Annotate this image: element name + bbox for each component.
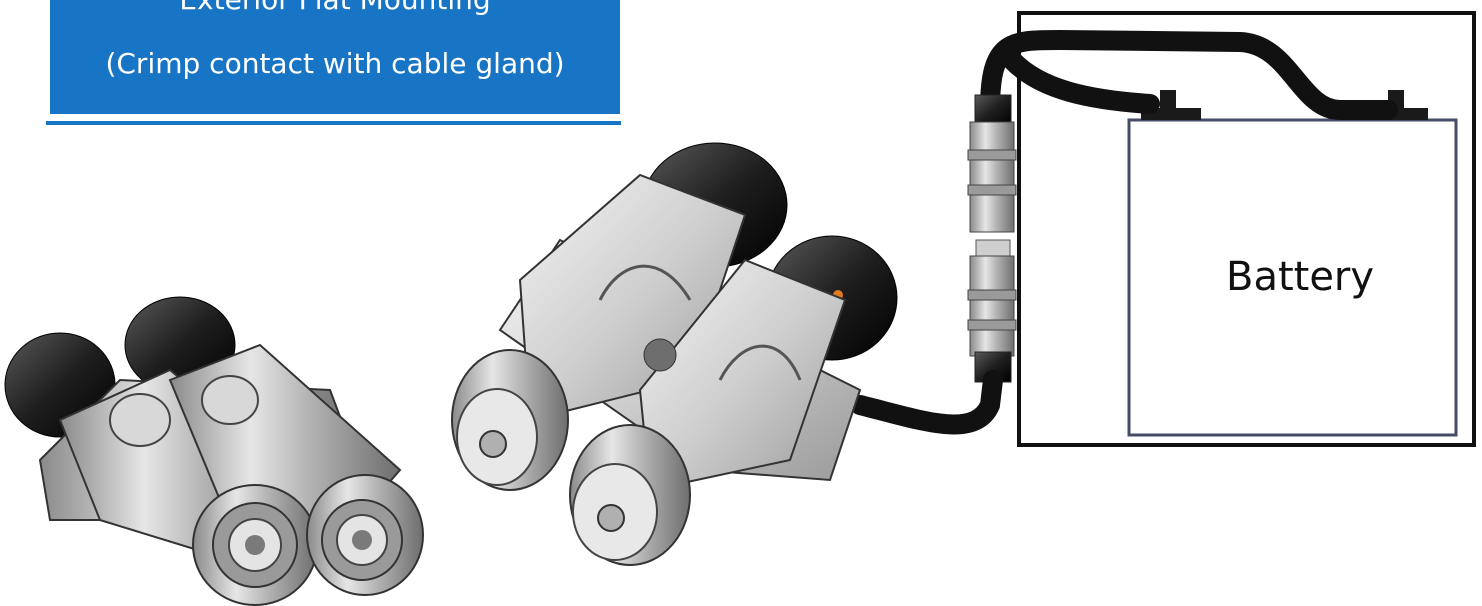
battery-label: Battery	[1226, 254, 1375, 300]
inline-connector-icon	[967, 94, 1017, 383]
crimp-connector-pair-icon	[4, 296, 424, 606]
banner-underline	[46, 121, 621, 125]
banner-subtitle: (Crimp contact with cable gland)	[105, 47, 565, 80]
battery-case	[1017, 11, 1476, 447]
banner-title: Exterior Flat Mounting	[179, 0, 490, 18]
flat-mount-connector-pair-icon	[451, 142, 898, 566]
title-banner: Exterior Flat Mounting (Crimp contact wi…	[50, 0, 620, 114]
connector-cable	[850, 370, 1003, 435]
